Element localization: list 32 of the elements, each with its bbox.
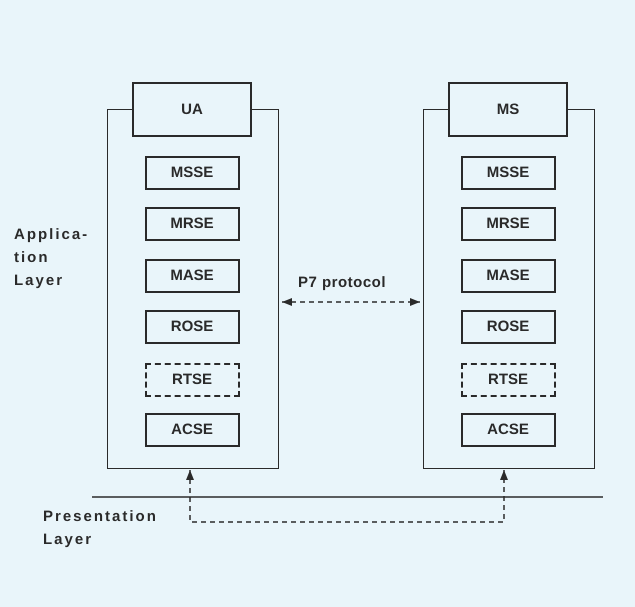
layer-label: Presentation Layer — [43, 507, 159, 550]
layer-name: MASE — [486, 267, 530, 284]
layer-box — [144, 258, 240, 292]
layer-box — [144, 310, 240, 344]
layer-box — [460, 156, 556, 190]
optional-layer-box — [460, 362, 556, 396]
layer-name: RTSE — [488, 371, 528, 388]
layer-box — [460, 412, 556, 446]
layer-box — [144, 206, 240, 240]
layer-name: ACSE — [171, 421, 213, 438]
layer-name: ROSE — [170, 318, 214, 335]
layer-box — [460, 310, 556, 344]
layer-name: MSSE — [170, 164, 214, 181]
layer-box — [460, 206, 556, 240]
layer-name: ROSE — [486, 318, 530, 335]
layer-name: UA — [181, 101, 203, 118]
optional-layer-box — [144, 362, 240, 396]
entity-box — [132, 82, 252, 137]
layer-label: Applica-tion Layer — [14, 225, 90, 291]
layer-box — [460, 258, 556, 292]
layer-box — [144, 156, 240, 190]
layer-name: MRSE — [170, 215, 214, 232]
arrow — [282, 298, 420, 306]
layer-name: MSSE — [486, 164, 530, 181]
layer-name: MASE — [170, 267, 214, 284]
arrow — [186, 470, 508, 523]
layer-box — [144, 412, 240, 446]
layer-name: MS — [496, 101, 520, 118]
layer-name: RTSE — [172, 371, 212, 388]
entity-box — [448, 82, 568, 137]
layer-name: ACSE — [487, 421, 529, 438]
layer-name: MRSE — [486, 215, 530, 232]
